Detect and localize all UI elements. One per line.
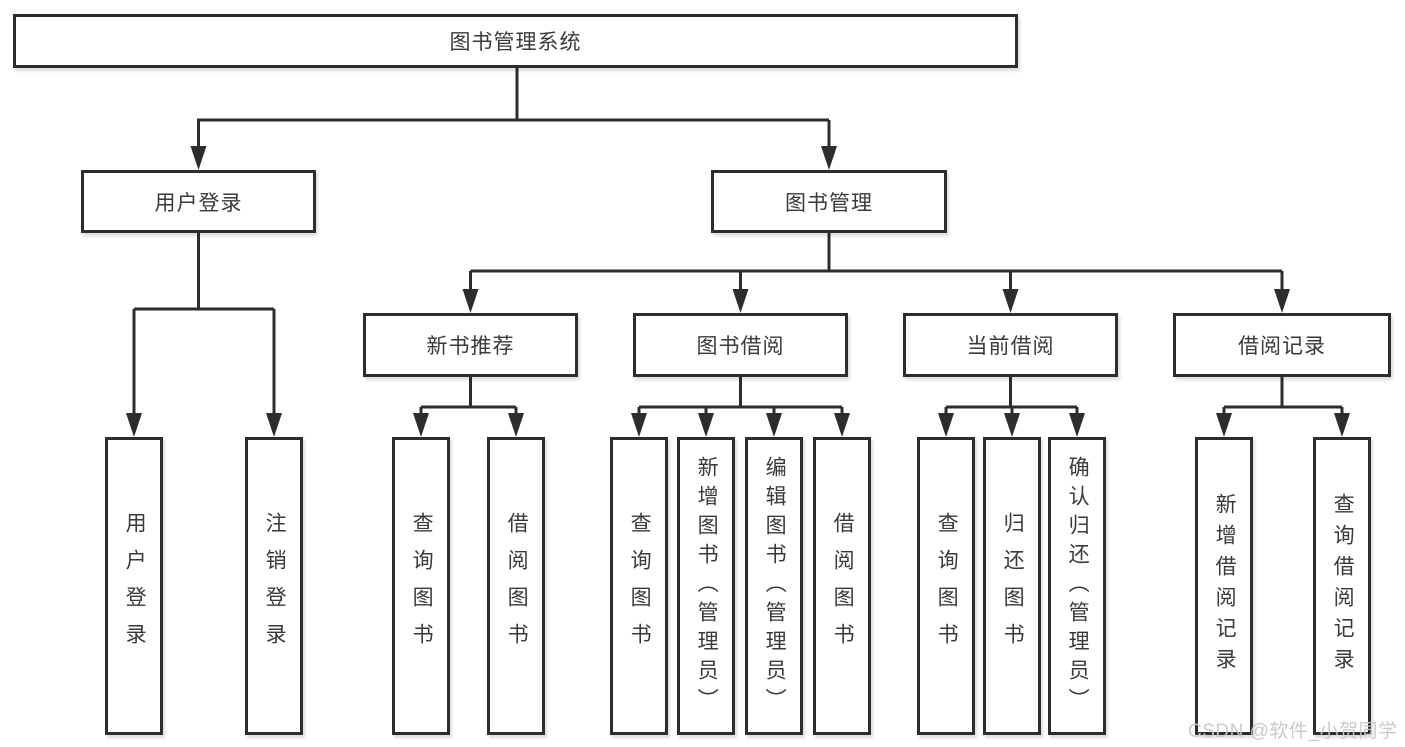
node-label: 图书借阅	[696, 335, 785, 358]
leaf-confirm-return-admin: 确认归还（管理员）	[1048, 437, 1106, 735]
leaf-edit-book-admin: 编辑图书（管理员）	[745, 437, 803, 735]
leaf-query-books-current: 查询图书	[917, 437, 975, 735]
node-book-borrowing: 图书借阅	[633, 313, 848, 377]
node-current-borrowing: 当前借阅	[903, 313, 1118, 377]
node-borrowing-records: 借阅记录	[1173, 313, 1391, 377]
node-label: 查询图书	[628, 512, 652, 660]
watermark: CSDN @软件_小贺同学	[1188, 721, 1398, 742]
node-label: 图书管理	[785, 191, 873, 215]
node-label: 借阅记录	[1238, 335, 1326, 358]
leaf-user-login: 用户登录	[105, 437, 163, 735]
node-label: 图书管理系统	[449, 31, 582, 54]
node-label: 编辑图书（管理员）	[763, 455, 787, 717]
node-label: 查询图书	[410, 512, 434, 660]
node-label: 新增图书（管理员）	[695, 455, 719, 717]
leaf-query-books-borrowing: 查询图书	[610, 437, 668, 735]
node-new-book-recommend: 新书推荐	[363, 313, 578, 377]
node-label: 查询借阅记录	[1331, 493, 1355, 679]
node-label: 借阅图书	[505, 512, 529, 660]
leaf-query-books-recommend: 查询图书	[392, 437, 450, 735]
leaf-add-borrow-record: 新增借阅记录	[1195, 437, 1253, 735]
node-user-login: 用户登录	[81, 170, 316, 233]
node-label: 确认归还（管理员）	[1066, 455, 1090, 717]
leaf-borrow-books-borrowing: 借阅图书	[813, 437, 871, 735]
node-book-management: 图书管理	[711, 170, 947, 233]
node-label: 注销登录	[263, 512, 287, 660]
leaf-add-book-admin: 新增图书（管理员）	[677, 437, 735, 735]
node-label: 用户登录	[123, 512, 147, 660]
leaf-borrow-books-recommend: 借阅图书	[487, 437, 545, 735]
node-label: 新增借阅记录	[1213, 493, 1237, 679]
node-label: 借阅图书	[831, 512, 855, 660]
node-label: 当前借阅	[966, 335, 1055, 358]
node-label: 查询图书	[935, 512, 959, 660]
leaf-query-borrow-record: 查询借阅记录	[1313, 437, 1371, 735]
leaf-return-books: 归还图书	[983, 437, 1041, 735]
node-library-system: 图书管理系统	[13, 14, 1018, 68]
node-label: 用户登录	[154, 191, 243, 215]
node-label: 新书推荐	[426, 335, 515, 358]
leaf-logout: 注销登录	[245, 437, 303, 735]
node-label: 归还图书	[1001, 512, 1025, 660]
arrowheads	[126, 146, 1350, 437]
